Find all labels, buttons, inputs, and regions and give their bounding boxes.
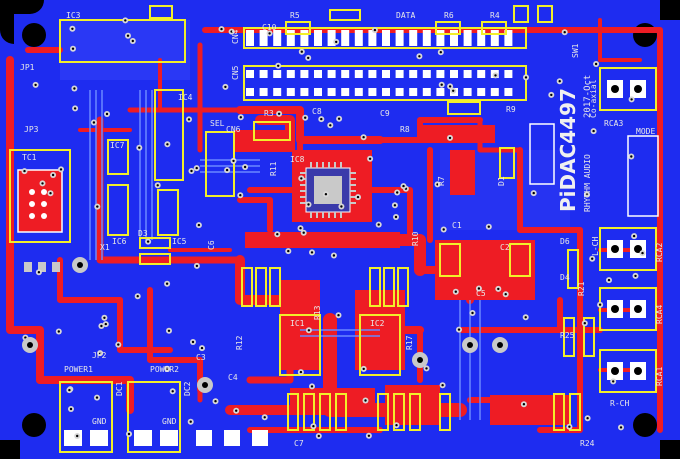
label-sw1: SW1 xyxy=(571,43,580,58)
label-mode: MODE xyxy=(636,127,655,136)
label-power1: POWER1 xyxy=(64,365,93,374)
label-jp1: JP1 xyxy=(20,63,35,72)
mode-jumper-header xyxy=(529,123,659,217)
label-c1: C1 xyxy=(452,221,462,230)
board-subtitle: RHYTHM AUDIO xyxy=(583,154,592,212)
label-r11: R11 xyxy=(269,161,278,176)
label-dc2: DC2 xyxy=(183,381,192,396)
label-ic5: IC5 xyxy=(172,237,187,246)
label-ic8: IC8 xyxy=(290,155,305,164)
label-r4: R4 xyxy=(490,11,500,20)
rca-connectors xyxy=(599,67,657,393)
label-d6: D6 xyxy=(560,237,570,246)
label-ic4: IC4 xyxy=(178,93,193,102)
copper-region xyxy=(60,20,190,80)
label-d3: D3 xyxy=(138,229,148,238)
label-coaxial: Co-axial xyxy=(589,79,598,118)
label-r6: R6 xyxy=(444,11,454,20)
silkscreen-labels: CN4 CN5 DATA R5 C10 R6 R4 SW1 Co-axial R… xyxy=(20,11,664,448)
label-x1: X1 xyxy=(100,243,110,252)
label-r17: R17 xyxy=(405,335,414,350)
label-rch: R-CH xyxy=(610,399,629,408)
label-ic6: IC6 xyxy=(112,237,127,246)
label-rca2: RCA2 xyxy=(655,243,664,262)
label-jp2: JP2 xyxy=(92,351,107,360)
label-ic3: IC3 xyxy=(66,11,81,20)
label-c10: C10 xyxy=(262,23,277,32)
label-rca3: RCA3 xyxy=(604,119,623,128)
bottom-copper-traces xyxy=(89,90,481,420)
label-c9: C9 xyxy=(380,109,390,118)
label-sel: SEL xyxy=(210,119,225,128)
label-c4: C4 xyxy=(228,373,238,382)
label-d1: D1 xyxy=(497,176,506,186)
board-date: 2017-Oct xyxy=(583,75,593,118)
label-c2: C2 xyxy=(500,243,510,252)
label-data: DATA xyxy=(396,11,415,20)
label-c3: C3 xyxy=(196,353,206,362)
via-field xyxy=(21,17,646,439)
top-copper-traces xyxy=(6,18,663,433)
voltage-regulator xyxy=(17,169,63,272)
label-r3: R3 xyxy=(264,109,274,118)
label-rca1: RCA1 xyxy=(655,367,664,386)
label-r24: R24 xyxy=(580,439,595,448)
label-r10: R10 xyxy=(411,231,420,246)
label-c7: C7 xyxy=(294,439,304,448)
label-gnd1: GND xyxy=(92,417,107,426)
label-jp3: JP3 xyxy=(24,125,39,134)
label-cn6: CN6 xyxy=(226,125,241,134)
board-title-group: PiDAC4497 RHYTHM AUDIO 2017-Oct xyxy=(556,75,593,212)
label-lch: L-CH xyxy=(591,237,600,256)
label-r7: R7 xyxy=(437,176,446,186)
label-r9: R9 xyxy=(506,105,516,114)
label-r12: R12 xyxy=(235,335,244,350)
label-r13: R13 xyxy=(313,305,322,320)
label-d4: D4 xyxy=(560,273,570,282)
label-tc1: TC1 xyxy=(22,153,37,162)
label-cn5: CN5 xyxy=(231,65,240,80)
label-cn4: CN4 xyxy=(231,29,240,44)
label-gnd2: GND xyxy=(162,417,177,426)
label-ic7: IC7 xyxy=(110,141,125,150)
label-ic1: IC1 xyxy=(290,319,305,328)
ic-main-dac xyxy=(300,162,356,218)
label-ic2: IC2 xyxy=(370,319,385,328)
label-power2: POWER2 xyxy=(150,365,179,374)
label-dc1: DC1 xyxy=(115,381,124,396)
label-r8: R8 xyxy=(400,125,410,134)
board-title: PiDAC4497 xyxy=(556,88,580,212)
label-c8: C8 xyxy=(312,107,322,116)
label-r21: R21 xyxy=(577,281,586,296)
label-rca4: RCA4 xyxy=(655,305,664,324)
power-terminals xyxy=(59,381,268,453)
passive-components xyxy=(139,5,595,431)
label-r5: R5 xyxy=(290,11,300,20)
label-c6: C6 xyxy=(207,240,216,250)
label-c5: C5 xyxy=(476,289,486,298)
label-r25: R25 xyxy=(560,331,575,340)
